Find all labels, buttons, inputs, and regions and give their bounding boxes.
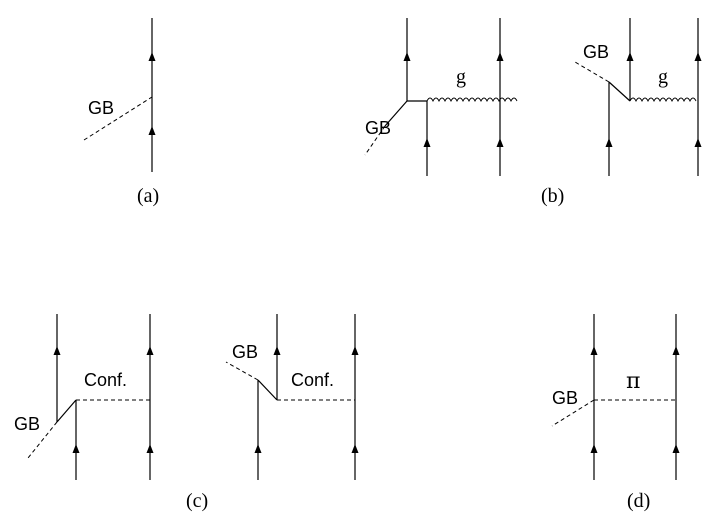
quark-line-1-kink [608,81,631,102]
arrow-up-icon [72,444,80,453]
arrow-up-icon [403,52,411,61]
diagram-c-left: GB Conf. [14,314,154,480]
confinement-label: Conf. [291,370,334,390]
arrow-up-icon [146,444,154,453]
goldstone-boson-line [574,61,610,83]
pion-label: π [626,369,640,394]
gluon-label: g [456,66,466,88]
goldstone-boson-line [27,421,58,459]
goldstone-boson-line [364,125,386,156]
arrow-up-icon [605,138,613,147]
arrow-up-icon [146,346,154,355]
arrow-up-icon [53,346,61,355]
diagram-a: GB (a) [83,18,159,207]
arrow-up-icon [351,346,359,355]
arrow-up-icon [694,138,702,147]
caption-b: (b) [541,185,564,207]
gluon-label: g [658,66,668,88]
arrow-up-icon [672,444,680,453]
gb-label: GB [365,118,391,138]
diagram-b-right: GB g (b) [541,18,702,207]
quark-line-1-kink [257,379,278,401]
arrow-up-icon [626,52,634,61]
arrow-up-icon [351,444,359,453]
diagram-c-right: GB Conf. (c) [186,314,359,512]
arrow-up-icon [423,138,431,147]
diagram-b-left: GB g [364,18,518,176]
gb-label: GB [232,342,258,362]
arrow-up-icon [273,346,281,355]
gb-label: GB [88,98,114,118]
caption-a: (a) [137,185,159,207]
arrow-up-icon [148,126,156,135]
quark-line-1-diag [384,100,408,127]
diagram-d: GB π (d) [551,314,680,512]
arrow-up-icon [496,138,504,147]
goldstone-boson-line [551,399,595,427]
arrow-up-icon [148,52,156,61]
confinement-label: Conf. [84,370,127,390]
gluon-line [629,97,697,103]
gb-label: GB [583,42,609,62]
arrow-up-icon [254,444,262,453]
gb-label: GB [552,388,578,408]
arrow-up-icon [590,444,598,453]
goldstone-boson-line [225,361,259,381]
caption-d: (d) [627,490,650,512]
arrow-up-icon [496,52,504,61]
gluon-line [426,97,518,103]
arrow-up-icon [694,52,702,61]
caption-c: (c) [186,490,208,512]
gb-label: GB [14,414,40,434]
quark-line-1-diag [56,399,77,423]
arrow-up-icon [672,346,680,355]
arrow-up-icon [590,346,598,355]
